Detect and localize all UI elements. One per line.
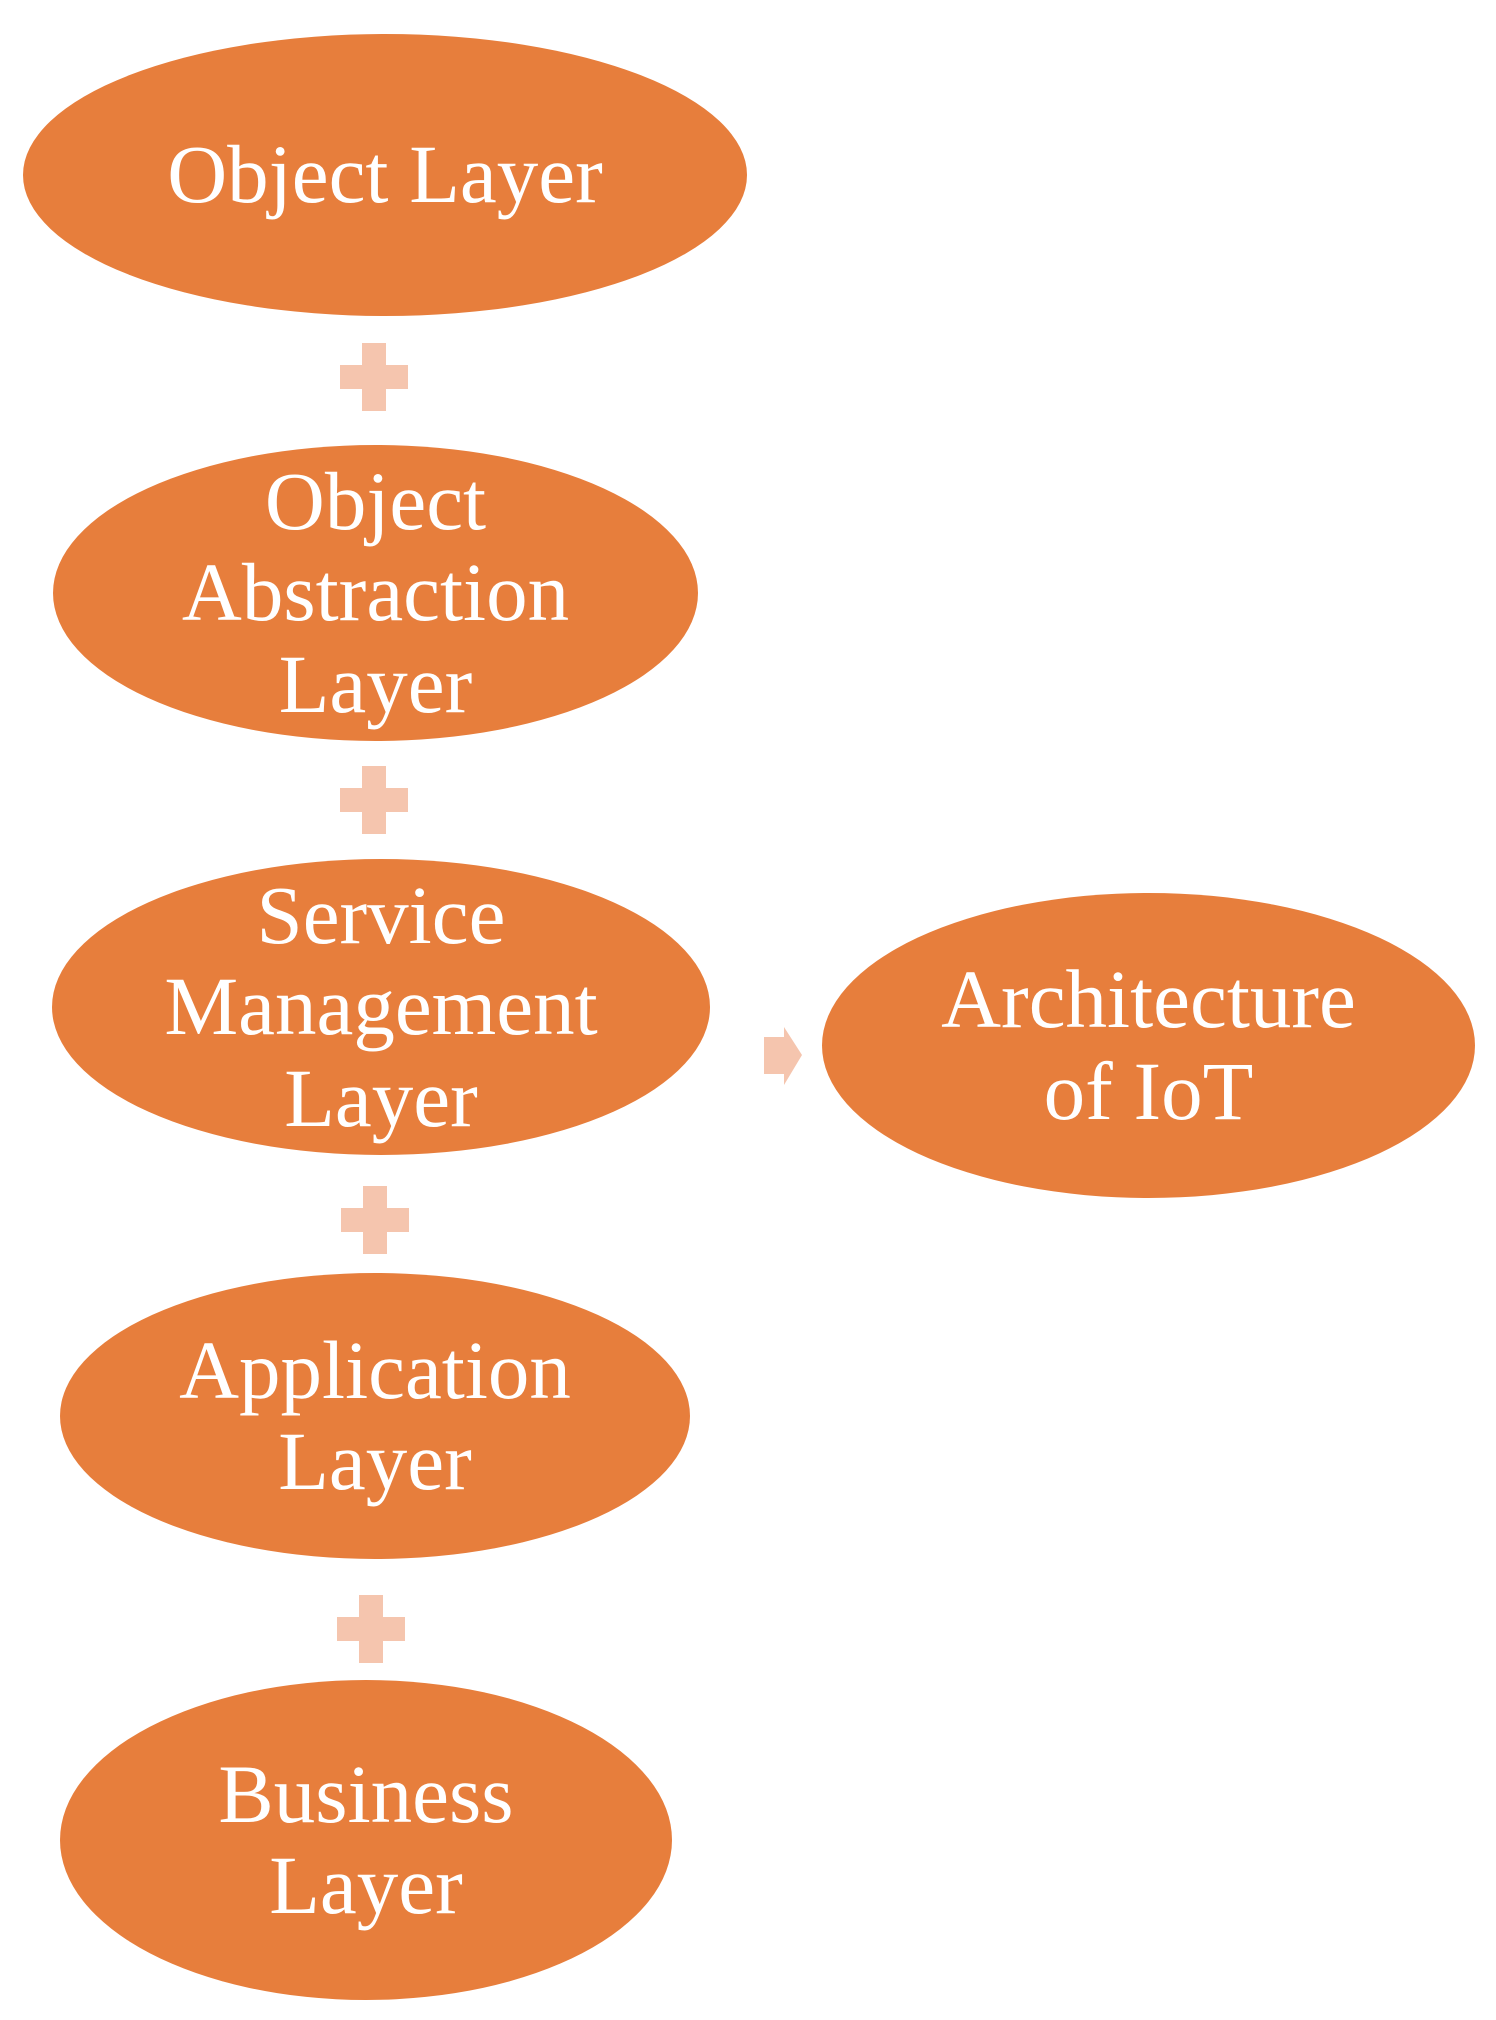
plus-icon — [340, 343, 408, 411]
plus-vertical-bar — [362, 766, 386, 834]
layer-label-object-abstraction: Object Abstraction Layer — [181, 455, 570, 730]
layer-label-object: Object Layer — [167, 128, 603, 221]
plus-vertical-bar — [359, 1595, 383, 1663]
result-ellipse-architecture-of-iot: Architecture of IoT — [822, 893, 1475, 1198]
layer-ellipse-application: Application Layer — [60, 1273, 690, 1559]
layer-label-service-management: Service Management Layer — [164, 869, 598, 1144]
layer-ellipse-object: Object Layer — [23, 34, 747, 316]
plus-icon — [340, 766, 408, 834]
layer-ellipse-business: Business Layer — [60, 1680, 672, 2000]
arrow-right-icon — [764, 1027, 802, 1085]
plus-vertical-bar — [362, 343, 386, 411]
layer-ellipse-service-management: Service Management Layer — [52, 859, 710, 1155]
plus-vertical-bar — [363, 1186, 387, 1254]
layer-label-application: Application Layer — [179, 1323, 571, 1507]
result-label-architecture-of-iot: Architecture of IoT — [941, 953, 1356, 1137]
plus-icon — [341, 1186, 409, 1254]
layer-label-business: Business Layer — [218, 1747, 514, 1931]
layer-ellipse-object-abstraction: Object Abstraction Layer — [53, 445, 698, 741]
plus-icon — [337, 1595, 405, 1663]
